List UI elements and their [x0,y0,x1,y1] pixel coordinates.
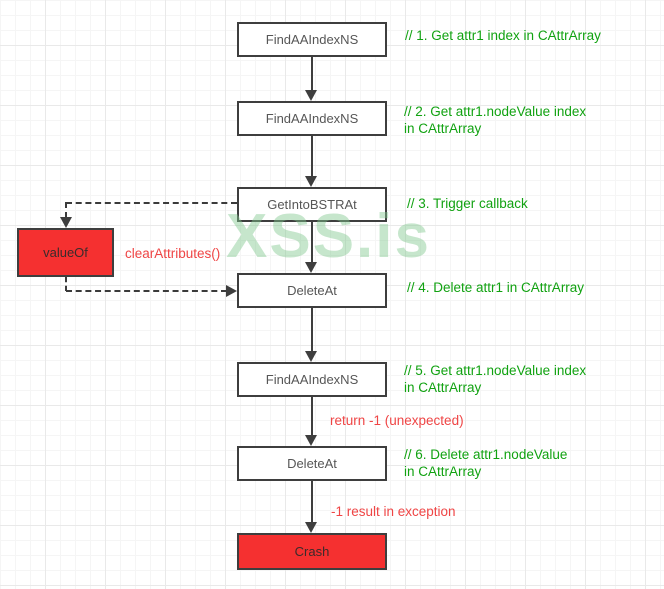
clearattributes-edge-vertical [65,277,67,291]
connector-2-arrowhead [305,176,317,187]
callback-edge-vertical [65,202,67,218]
connector-4-arrowhead [305,351,317,362]
comment-step-2[interactable]: // 2. Get attr1.nodeValue index in CAttr… [404,104,587,136]
node-findaaindexns-1[interactable]: FindAAIndexNS [237,22,387,57]
label-clearattributes[interactable]: clearAttributes() [125,246,221,261]
clearattributes-edge-arrowhead [226,285,237,297]
comment-step-5[interactable]: // 5. Get attr1.nodeValue index in CAttr… [404,363,587,395]
comment-step-1[interactable]: // 1. Get attr1 index in CAttrArray [405,28,601,43]
node-deleteat-2[interactable]: DeleteAt [237,446,387,481]
connector-6-line [311,481,313,523]
node-findaaindexns-3[interactable]: FindAAIndexNS [237,362,387,397]
node-crash[interactable]: Crash [237,533,387,570]
connector-3-arrowhead [305,262,317,273]
callback-edge-horizontal [66,202,237,204]
comment-step-4[interactable]: // 4. Delete attr1 in CAttrArray [407,280,585,295]
connector-2-line [311,136,313,177]
comment-step-3[interactable]: // 3. Trigger callback [407,196,528,211]
connector-5-line [311,397,313,436]
label-exception[interactable]: -1 result in exception [331,504,456,519]
connector-1-line [311,57,313,92]
connector-3-line [311,222,313,263]
node-valueof[interactable]: valueOf [17,228,114,277]
node-deleteat-1[interactable]: DeleteAt [237,273,387,308]
node-findaaindexns-2[interactable]: FindAAIndexNS [237,101,387,136]
node-getintobstrat[interactable]: GetIntoBSTRAt [237,187,387,222]
connector-1-arrowhead [305,90,317,101]
comment-step-6[interactable]: // 6. Delete attr1.nodeValue in CAttrArr… [404,447,568,479]
callback-edge-arrowhead [60,217,72,228]
connector-5-arrowhead [305,435,317,446]
label-return-minus1[interactable]: return -1 (unexpected) [330,413,464,428]
connector-6-arrowhead [305,522,317,533]
connector-4-line [311,308,313,352]
clearattributes-edge-horizontal [66,290,227,292]
